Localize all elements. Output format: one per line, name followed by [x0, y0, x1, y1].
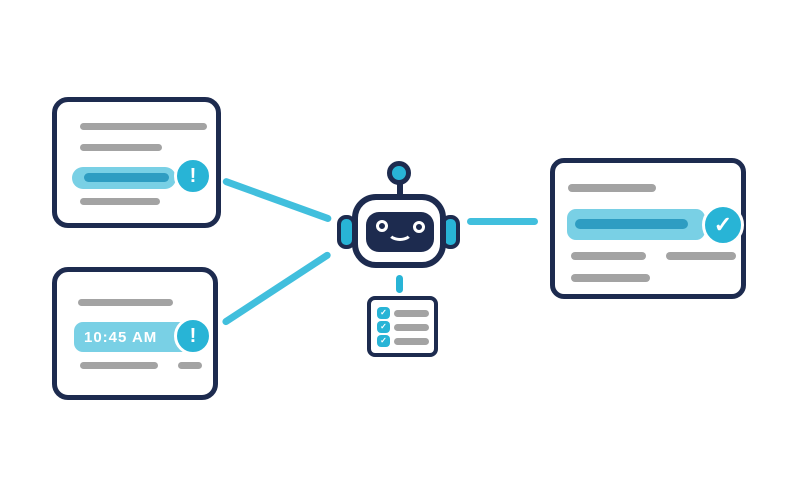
alert-badge: !	[174, 157, 212, 195]
text-line-placeholder	[394, 323, 429, 331]
connector-line-right	[467, 218, 538, 225]
connector-line-bottom-left	[221, 250, 333, 327]
text-line-placeholder	[78, 299, 173, 306]
exclamation-icon: !	[189, 325, 197, 347]
text-line-placeholder	[666, 252, 736, 260]
text-line-placeholder	[80, 123, 207, 130]
checklist-row: ✓	[377, 335, 429, 347]
document-card-bottom-left: 10:45 AM !	[52, 267, 218, 400]
robot-antenna-stem	[397, 183, 403, 197]
document-card-top-left: !	[52, 97, 221, 228]
checkmark-icon: ✓	[380, 336, 387, 345]
checkbox-checked-icon: ✓	[377, 307, 390, 319]
text-line-placeholder	[80, 144, 162, 151]
text-line-placeholder	[394, 309, 429, 317]
success-badge: ✓	[702, 204, 744, 246]
time-chip: 10:45 AM	[74, 322, 193, 352]
exclamation-icon: !	[189, 165, 197, 187]
document-card-right: ✓	[550, 158, 746, 299]
robot-eye-right	[413, 221, 425, 233]
text-line-placeholder	[571, 252, 646, 260]
text-line-placeholder	[568, 184, 656, 192]
robot-smile	[387, 222, 413, 241]
robot-face-icon	[366, 212, 434, 252]
checklist-panel: ✓ ✓ ✓	[367, 296, 438, 357]
highlight-inner-bar	[575, 219, 688, 229]
text-line-placeholder	[80, 362, 158, 369]
checkmark-icon: ✓	[713, 212, 733, 237]
checklist-row: ✓	[377, 321, 429, 333]
text-line-placeholder	[80, 198, 160, 205]
checkbox-checked-icon: ✓	[377, 335, 390, 347]
robot-eye-left	[376, 220, 388, 232]
checkmark-icon: ✓	[380, 322, 387, 331]
text-line-placeholder	[394, 337, 429, 345]
robot-antenna-icon	[387, 161, 411, 185]
text-line-placeholder	[571, 274, 650, 282]
highlight-inner-bar	[84, 173, 169, 182]
time-label: 10:45 AM	[84, 328, 158, 346]
checkbox-checked-icon: ✓	[377, 321, 390, 333]
checkmark-icon: ✓	[380, 308, 387, 317]
robot-connector-stub	[396, 275, 403, 293]
alert-badge: !	[174, 317, 212, 355]
text-line-placeholder	[178, 362, 202, 369]
checklist-row: ✓	[377, 307, 429, 319]
connector-line-top-left	[221, 177, 333, 223]
